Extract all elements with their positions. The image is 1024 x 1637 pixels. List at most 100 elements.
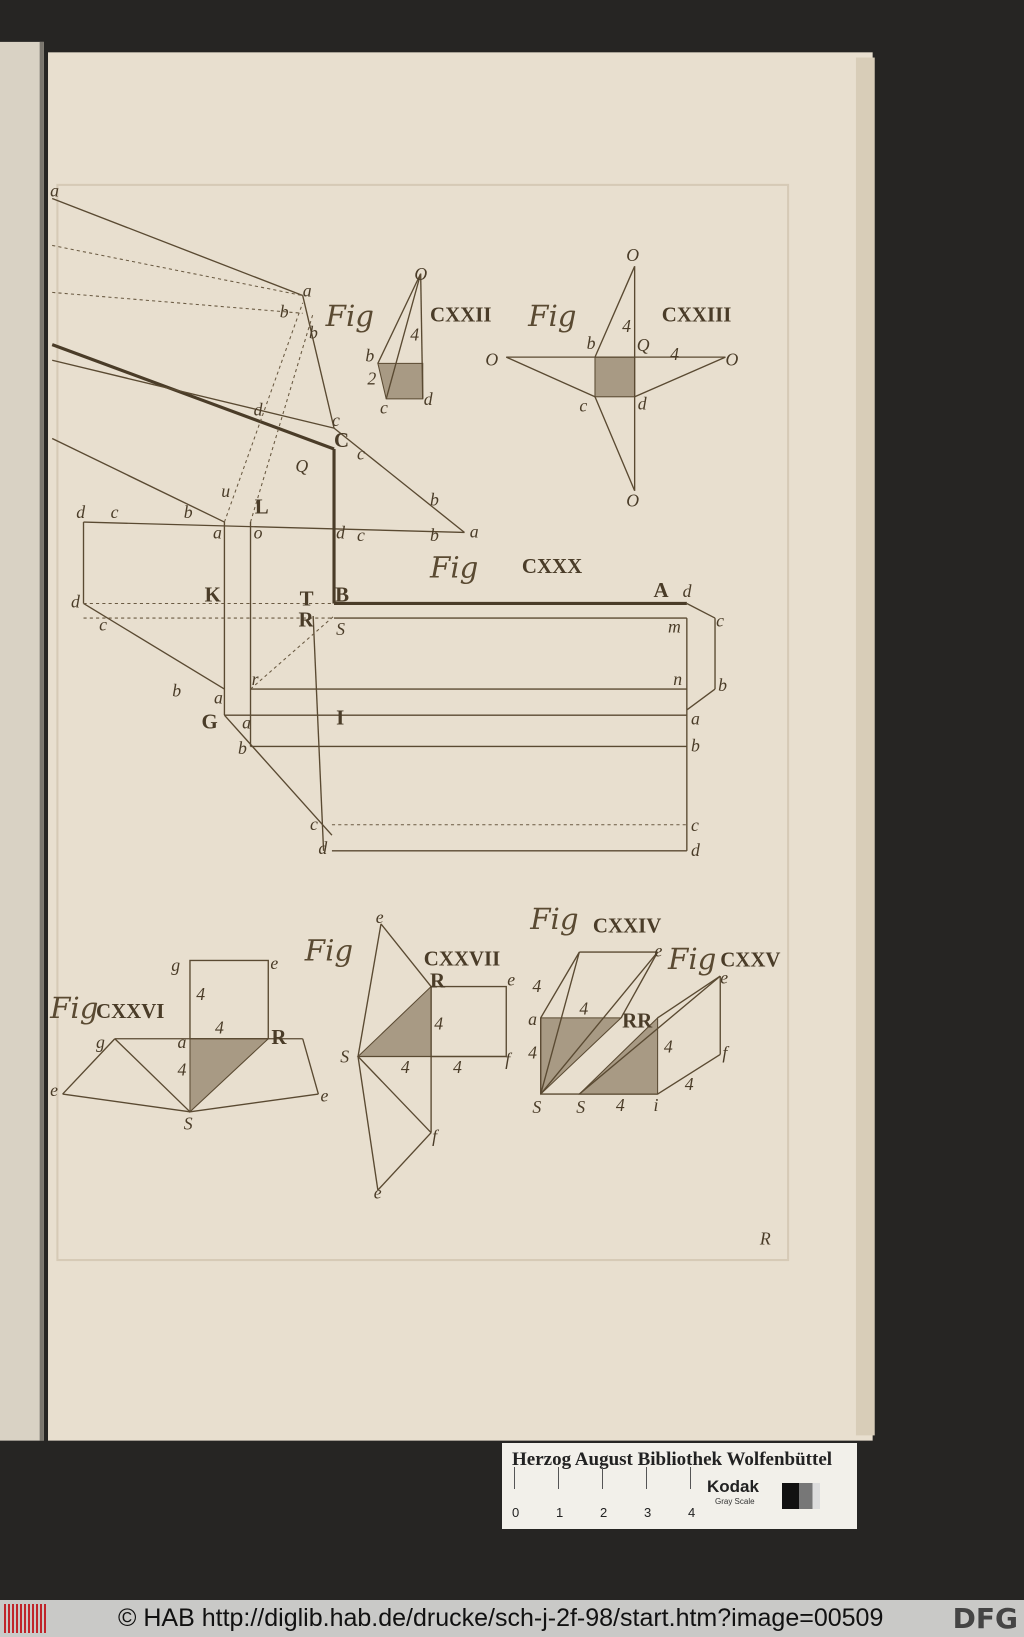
svg-text:T: T [300, 587, 314, 611]
svg-text:Fig: Fig [304, 933, 353, 967]
card-title: Herzog August Bibliothek Wolfenbüttel [512, 1449, 833, 1470]
svg-text:G: G [201, 710, 217, 734]
svg-text:4: 4 [622, 316, 631, 336]
svg-text:c: c [310, 814, 318, 834]
svg-text:d: d [318, 838, 327, 858]
caption-cxxvii: Fig CXXVII [304, 933, 500, 970]
svg-text:r: r [252, 669, 259, 689]
svg-text:a: a [214, 688, 223, 708]
svg-text:b: b [718, 675, 727, 695]
svg-text:b: b [184, 502, 193, 522]
svg-text:g: g [171, 955, 180, 975]
svg-text:4: 4 [453, 1057, 462, 1077]
svg-text:4: 4 [215, 1018, 224, 1038]
svg-text:b: b [691, 736, 700, 756]
svg-text:4: 4 [616, 1095, 625, 1115]
svg-text:R: R [430, 969, 446, 993]
svg-text:B: B [335, 582, 349, 606]
svg-text:Fig: Fig [529, 902, 578, 936]
svg-text:e: e [374, 1182, 382, 1202]
svg-text:f: f [432, 1126, 439, 1146]
ruler-number: 0 [512, 1505, 520, 1520]
svg-text:b: b [430, 489, 439, 509]
svg-text:O: O [626, 490, 639, 510]
svg-text:n: n [673, 669, 682, 689]
svg-text:I: I [336, 706, 344, 730]
svg-text:a: a [242, 713, 251, 733]
svg-text:Fig: Fig [429, 550, 478, 584]
svg-text:u: u [221, 481, 230, 501]
figure-cxxv-drawing [578, 975, 721, 1095]
svg-text:4: 4 [685, 1074, 694, 1094]
svg-text:c: c [99, 615, 107, 635]
ruler-number: 2 [600, 1505, 608, 1520]
svg-text:c: c [111, 502, 119, 522]
svg-text:K: K [205, 582, 222, 606]
svg-text:4: 4 [532, 976, 541, 996]
svg-text:g: g [96, 1032, 105, 1052]
svg-text:m: m [668, 617, 681, 637]
svg-text:4: 4 [664, 1036, 673, 1056]
svg-text:A: A [653, 578, 668, 602]
svg-text:4: 4 [177, 1059, 186, 1079]
svg-text:d: d [71, 592, 80, 612]
svg-text:a: a [470, 522, 479, 542]
svg-text:c: c [357, 525, 365, 545]
svg-text:4: 4 [196, 984, 205, 1004]
svg-text:Fig: Fig [667, 942, 716, 976]
svg-text:b: b [587, 333, 596, 353]
footer-source-link[interactable]: © HAB http://diglib.hab.de/drucke/sch-j-… [118, 1604, 884, 1632]
svg-text:4: 4 [434, 1013, 443, 1033]
svg-text:2: 2 [367, 368, 376, 388]
svg-text:CXXX: CXXX [522, 554, 582, 578]
svg-text:d: d [691, 840, 700, 860]
svg-text:c: c [380, 397, 388, 417]
ruler-number: 3 [644, 1505, 652, 1520]
svg-text:i: i [653, 1095, 658, 1115]
svg-text:CXXIII: CXXIII [662, 303, 732, 327]
svg-text:a: a [691, 709, 700, 729]
svg-text:e: e [507, 970, 515, 990]
figure-cxxvii-drawing [356, 923, 507, 1191]
svg-text:O: O [626, 245, 639, 265]
svg-text:e: e [654, 940, 662, 960]
svg-text:CXXV: CXXV [720, 948, 780, 972]
svg-text:Q: Q [295, 456, 308, 476]
svg-text:c: c [579, 395, 587, 415]
svg-text:S: S [336, 619, 345, 639]
svg-text:f: f [722, 1043, 729, 1063]
hab-logo-icon [4, 1604, 46, 1633]
ruler-number: 1 [556, 1505, 564, 1520]
ruler-number: 4 [688, 1505, 696, 1520]
svg-text:CXXVII: CXXVII [424, 947, 501, 971]
svg-text:c: c [716, 610, 724, 630]
ruler [514, 1467, 694, 1511]
svg-text:O: O [485, 349, 498, 369]
svg-text:a: a [213, 523, 222, 543]
svg-text:O: O [414, 264, 427, 284]
svg-text:S: S [576, 1097, 585, 1117]
svg-text:b: b [238, 738, 247, 758]
svg-text:c: c [332, 410, 340, 430]
svg-text:e: e [376, 907, 384, 927]
plate-mark [56, 183, 790, 1262]
page-signature-mark: R [759, 1228, 771, 1248]
svg-text:e: e [270, 953, 278, 973]
svg-text:S: S [184, 1114, 193, 1134]
svg-text:R: R [299, 607, 315, 631]
svg-text:d: d [336, 523, 345, 543]
svg-text:S: S [340, 1047, 349, 1067]
svg-text:b: b [172, 680, 181, 700]
gray-scale-label: Gray Scale [715, 1497, 755, 1506]
svg-text:O: O [725, 349, 738, 369]
svg-text:d: d [76, 502, 85, 522]
gray-scale-swatch [782, 1483, 820, 1509]
svg-text:c: c [357, 443, 365, 463]
svg-text:e: e [320, 1085, 328, 1105]
svg-text:CXXII: CXXII [430, 303, 491, 327]
svg-text:a: a [177, 1032, 186, 1052]
